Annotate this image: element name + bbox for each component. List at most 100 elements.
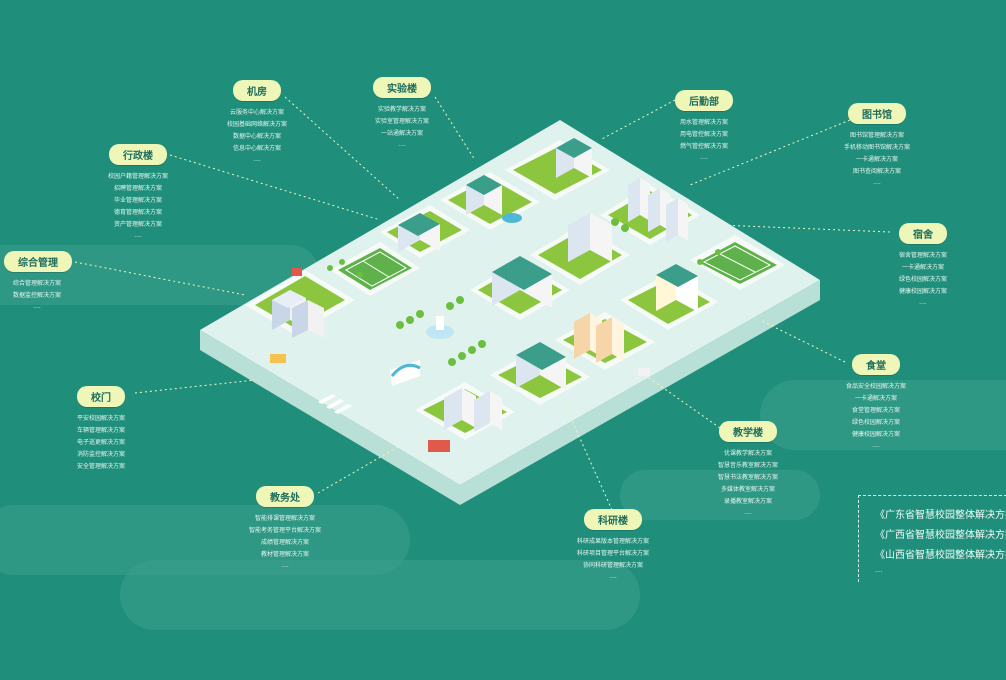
bg-band-right	[760, 380, 1006, 450]
label-keyanlou: 科研楼 科研成果版本管理解决方案 科研项目管理平台解决方案 协同科研管理解决方案…	[568, 509, 658, 581]
label-jiaoxuelou: 教学楼 优课教学解决方案 智慧音乐教室解决方案 智慧书法教室解决方案 多媒体教室…	[706, 421, 790, 517]
more-indicator: ....	[609, 573, 617, 580]
tag-tushuguan[interactable]: 图书馆	[848, 103, 906, 124]
list-item: 车辆管理解决方案	[76, 427, 125, 434]
tag-xingzhenglou[interactable]: 行政楼	[109, 144, 167, 165]
list-item: 一卡通解决方案	[854, 395, 897, 402]
label-jifang: 机房 云服务中心解决方案 校园基础网络解决方案 数据中心解决方案 信息中心解决方…	[215, 80, 299, 164]
list-item: 云服务中心解决方案	[229, 109, 284, 116]
list-item: 一站通解决方案	[380, 130, 423, 137]
more-indicator: ....	[875, 567, 883, 574]
more-indicator: ....	[744, 509, 752, 516]
crosswalk	[318, 394, 352, 414]
list-item: 手机移动图书馆解决方案	[843, 144, 910, 151]
list-item: 平安校园解决方案	[76, 415, 125, 422]
provincial-solutions-list: 《广东省智慧校园整体解决方案 《广西省智慧校园整体解决方案 《山西省智慧校园整体…	[858, 495, 1006, 582]
list-item: 科研项目管理平台解决方案	[576, 550, 649, 557]
list-item: 健康校园解决方案	[898, 288, 947, 295]
list-item: 电子巡更解决方案	[76, 439, 125, 446]
building-tushuguan	[628, 178, 688, 242]
vehicles	[270, 268, 650, 452]
list-item: 毕业管理解决方案	[113, 197, 162, 204]
list-item: 德育管理解决方案	[113, 209, 162, 216]
tag-shiyanlou[interactable]: 实验楼	[373, 77, 431, 98]
building-center	[492, 256, 552, 308]
list-item: 实验室管理解决方案	[374, 118, 429, 125]
list-item: 智能考务管理平台解决方案	[248, 527, 321, 534]
tag-keyanlou[interactable]: 科研楼	[584, 509, 642, 530]
label-shitang: 食堂 食品安全校园解决方案 一卡通解决方案 食堂管理解决方案 绿色校园解决方案 …	[836, 354, 916, 450]
list-item: 食品安全校园解决方案	[845, 383, 906, 390]
list-item: 校园户籍管理解决方案	[107, 173, 168, 180]
more-indicator: ....	[398, 141, 406, 148]
list-item: 成绩管理解决方案	[260, 539, 309, 546]
bg-band-right-bottom	[620, 470, 820, 520]
connectors	[74, 96, 891, 511]
label-shiyanlou: 实验楼 实验教学解决方案 实验室管理解决方案 一站通解决方案 ....	[362, 77, 442, 149]
more-indicator: ....	[281, 562, 289, 569]
list-item: 食堂管理解决方案	[851, 407, 900, 414]
list-item: 图书查阅解决方案	[852, 168, 901, 175]
list-item: 智慧书法教室解决方案	[717, 474, 778, 481]
list-item: 招聘管理解决方案	[113, 185, 162, 192]
tag-jiaoxuelou[interactable]: 教学楼	[719, 421, 777, 442]
building-sushe	[656, 264, 698, 312]
tag-shitang[interactable]: 食堂	[852, 354, 900, 375]
building-zonghe	[272, 290, 324, 338]
list-item: 一卡通解决方案	[901, 264, 944, 271]
label-tushuguan: 图书馆 图书馆管理解决方案 手机移动图书馆解决方案 一卡通解决方案 图书查阅解决…	[832, 103, 922, 187]
campus-platform-side	[200, 280, 820, 505]
more-indicator: ....	[134, 232, 142, 239]
solution-link-shanxi[interactable]: 《山西省智慧校园整体解决方案	[875, 550, 1006, 561]
list-item: 安全管理解决方案	[76, 463, 125, 470]
tag-jifang[interactable]: 机房	[233, 80, 281, 101]
more-indicator: ....	[873, 179, 881, 186]
list-item: 资产管理解决方案	[113, 221, 162, 228]
more-indicator: ....	[700, 154, 708, 161]
tag-sushe[interactable]: 宿舍	[899, 223, 947, 244]
label-xingzhenglou: 行政楼 校园户籍管理解决方案 招聘管理解决方案 毕业管理解决方案 德育管理解决方…	[98, 144, 178, 240]
list-item: 信息中心解决方案	[232, 145, 281, 152]
label-jiaowuchu: 教务处 智能排课管理解决方案 智能考务管理平台解决方案 成绩管理解决方案 教材管…	[240, 486, 330, 570]
list-item: 综合管理解决方案	[12, 280, 61, 287]
solution-link-guangdong[interactable]: 《广东省智慧校园整体解决方案	[875, 510, 1006, 521]
solution-link-guangxi[interactable]: 《广西省智慧校园整体解决方案	[875, 530, 1006, 541]
list-item: 实验教学解决方案	[377, 106, 426, 113]
more-indicator: ....	[872, 442, 880, 449]
list-item: 用水管理解决方案	[679, 119, 728, 126]
campus-buildings	[270, 138, 698, 452]
list-item: 健康校园解决方案	[851, 431, 900, 438]
tag-jiaowuchu[interactable]: 教务处	[256, 486, 314, 507]
school-gate	[390, 360, 421, 386]
list-item: 用电管控解决方案	[679, 131, 728, 138]
more-indicator: ....	[919, 299, 927, 306]
list-item: 教材管理解决方案	[260, 551, 309, 558]
building-keyan	[516, 342, 566, 390]
more-indicator: ....	[253, 156, 261, 163]
tag-zonghe[interactable]: 综合管理	[4, 251, 72, 272]
list-item: 数据监控解决方案	[12, 292, 61, 299]
list-item: 科研成果版本管理解决方案	[576, 538, 649, 545]
list-item: 校园基础网络解决方案	[226, 121, 287, 128]
tag-houqinbu[interactable]: 后勤部	[675, 90, 733, 111]
bg-band-bottom	[120, 560, 640, 630]
fountain	[426, 316, 454, 339]
list-item: 多媒体教室解决方案	[720, 486, 775, 493]
list-item: 消防监控解决方案	[76, 451, 125, 458]
label-xiaomen: 校门 平安校园解决方案 车辆管理解决方案 电子巡更解决方案 消防监控解决方案 安…	[69, 386, 133, 473]
trees	[327, 218, 721, 366]
building-houqin	[568, 213, 612, 262]
list-item: 优课教学解决方案	[723, 450, 772, 457]
more-indicator: ....	[33, 303, 41, 310]
list-item: 录播教室解决方案	[723, 498, 772, 505]
list-item: 宿舍管理解决方案	[898, 252, 947, 259]
building-jiaoxue	[574, 313, 624, 363]
list-item: 绿色校园解决方案	[898, 276, 947, 283]
tag-xiaomen[interactable]: 校门	[77, 386, 125, 407]
label-sushe: 宿舍 宿舍管理解决方案 一卡通解决方案 绿色校园解决方案 健康校园解决方案 ..…	[880, 223, 966, 307]
list-item: 图书馆管理解决方案	[849, 132, 904, 139]
building-jiaowu	[444, 388, 502, 432]
list-item: 一卡通解决方案	[855, 156, 898, 163]
list-item: 燃气管控解决方案	[679, 143, 728, 150]
